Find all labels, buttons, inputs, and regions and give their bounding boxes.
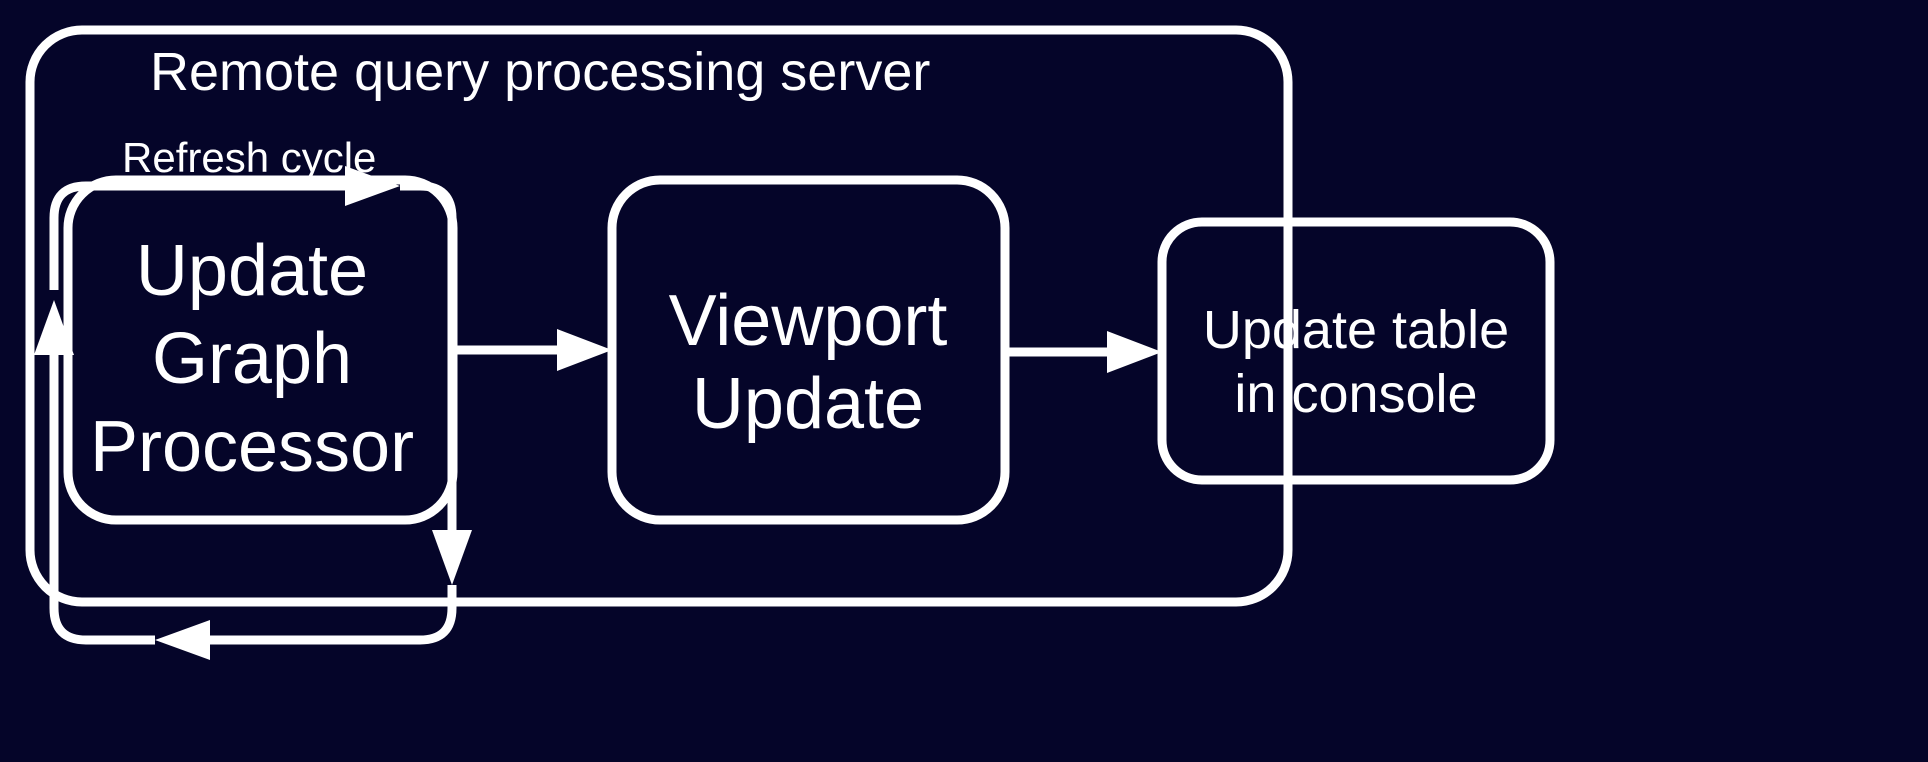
remote-query-processing-server-container	[25, 25, 1293, 607]
node-update-graph-processor-line-2: Graph	[152, 319, 352, 399]
node-viewport-update-line-2: Update	[692, 364, 924, 444]
node-update-table-in-console[interactable]	[1157, 217, 1555, 485]
refresh-cycle-arrow-left	[155, 620, 210, 660]
edge-processor-to-viewport-arrow	[557, 329, 612, 371]
container-title-label: Remote query processing server	[150, 42, 930, 102]
refresh-cycle-loop-bottom-right	[200, 585, 457, 645]
refresh-cycle-loop-left	[49, 345, 155, 645]
node-viewport-update-line-1: Viewport	[669, 281, 948, 361]
refresh-cycle-label: Refresh cycle	[122, 134, 376, 181]
node-update-graph-processor-line-3: Processor	[90, 407, 414, 487]
node-update-graph-processor-line-1: Update	[136, 231, 368, 311]
node-update-table-in-console-line-2: in console	[1234, 364, 1477, 424]
node-update-table-in-console-line-1: Update table	[1203, 300, 1509, 360]
edge-viewport-to-table-arrow	[1107, 331, 1162, 373]
refresh-cycle-arrow-down	[432, 530, 472, 585]
